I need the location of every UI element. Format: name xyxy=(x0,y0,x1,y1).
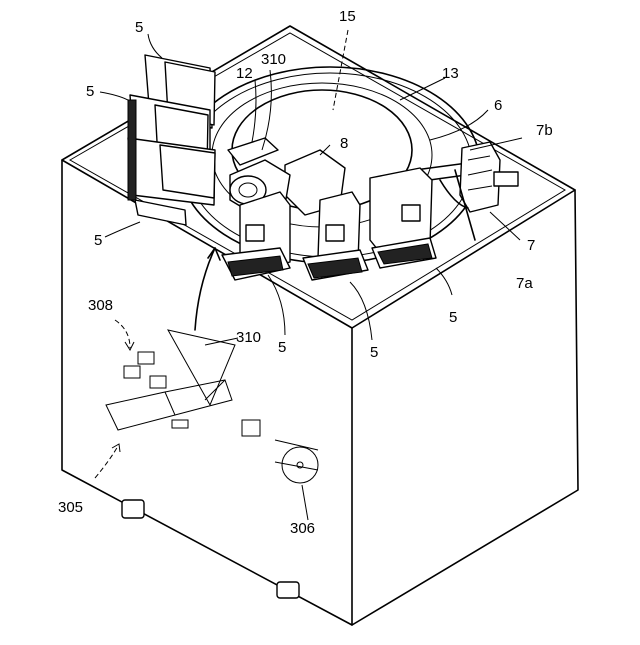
arrow-310-up xyxy=(195,248,215,330)
label-305: 305 xyxy=(58,499,83,516)
label-310-mid: 310 xyxy=(236,329,261,346)
label-5-lower-left: 5 xyxy=(94,232,102,249)
label-13: 13 xyxy=(442,65,459,82)
label-5-top: 5 xyxy=(135,19,143,36)
label-5-left: 5 xyxy=(86,83,94,100)
label-7: 7 xyxy=(527,237,535,254)
label-15: 15 xyxy=(339,8,356,25)
axis-line-15 xyxy=(333,30,348,110)
unit-7-nozzle xyxy=(494,172,518,186)
leader-306 xyxy=(302,485,308,520)
label-12: 12 xyxy=(236,65,253,82)
units-5-upper-left xyxy=(128,55,215,225)
foot-center xyxy=(277,582,299,598)
label-7a: 7a xyxy=(516,275,533,292)
label-5-front-right: 5 xyxy=(449,309,457,326)
internal-305 xyxy=(106,392,175,430)
label-6: 6 xyxy=(494,97,502,114)
label-310-top: 310 xyxy=(261,51,286,68)
label-8: 8 xyxy=(340,135,348,152)
unit-5-frame xyxy=(128,100,136,200)
arrow-305 xyxy=(95,446,118,478)
unit-5-front-right xyxy=(370,168,436,268)
reference-labels: 15 13 6 7b 12 310 8 5 5 5 5 5 5 7 7a 308… xyxy=(58,8,553,537)
label-308: 308 xyxy=(88,297,113,314)
internal-306 xyxy=(282,447,318,483)
label-5-front-left: 5 xyxy=(278,339,286,356)
label-306: 306 xyxy=(290,520,315,537)
arrow-308 xyxy=(115,320,130,348)
foot-left xyxy=(122,500,144,518)
label-7b: 7b xyxy=(536,122,553,139)
cabinet-left-face xyxy=(62,160,352,625)
label-5-front-center: 5 xyxy=(370,344,378,361)
unit-5-front-left xyxy=(222,192,290,280)
